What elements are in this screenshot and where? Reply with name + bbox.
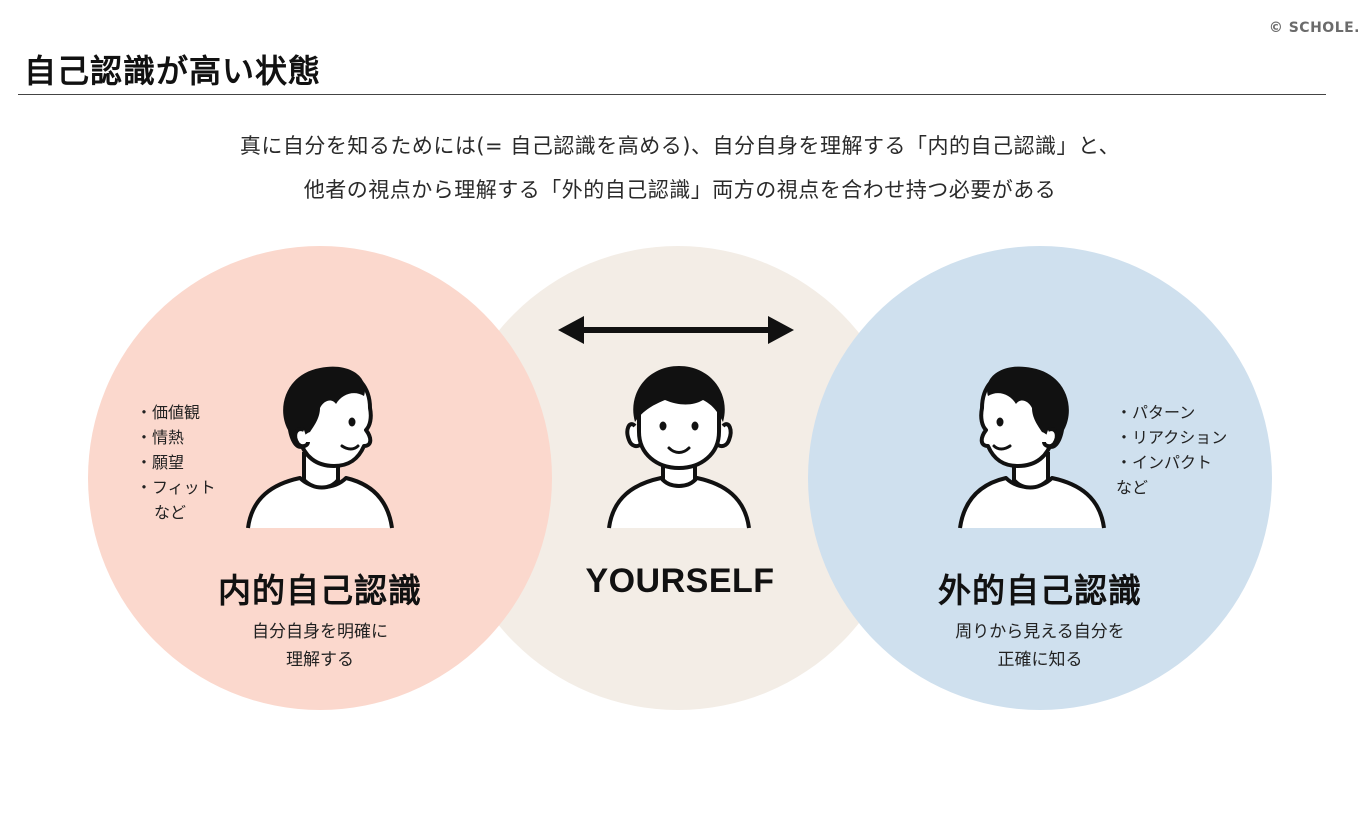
description-line: 理解する [286, 650, 354, 670]
yourself-heading: YOURSELF [585, 562, 775, 600]
list-item: ・願望 [136, 453, 185, 472]
description-line: 正確に知る [997, 650, 1083, 670]
list-item: ・パターン [1116, 403, 1196, 422]
description-line: 周りから見える自分を [955, 622, 1125, 642]
double-headed-arrow-icon [558, 316, 794, 344]
title-divider [18, 94, 1326, 95]
list-item: ・価値観 [136, 403, 201, 422]
list-item: ・情熱 [136, 428, 185, 447]
internal-awareness-heading: 内的自己認識 [218, 571, 422, 610]
list-item: ・リアクション [1116, 428, 1228, 447]
internal-awareness-description: 自分自身を明確に 理解する [160, 618, 480, 674]
description-line: 自分自身を明確に [252, 622, 388, 642]
internal-bullet-list: ・価値観 ・情熱 ・願望 ・フィット など [136, 400, 216, 525]
person-facing-front-icon [607, 366, 751, 529]
external-awareness-description: 周りから見える自分を 正確に知る [880, 618, 1200, 674]
list-item: ・インパクト [1116, 453, 1213, 472]
list-item-etc: など [154, 503, 187, 522]
external-bullet-list: ・パターン ・リアクション ・インパクト など [1116, 400, 1227, 500]
copyright-notice: © SCHOLE. [1268, 20, 1360, 36]
page-title: 自己認識が高い状態 [24, 52, 322, 90]
lead-text-line-2: 他者の視点から理解する「外的自己認識」両方の視点を合わせ持つ必要がある [303, 178, 1057, 202]
lead-text-line-1: 真に自分を知るためには(= 自己認識を高める)、自分自身を理解する「内的自己認識… [239, 134, 1121, 158]
external-awareness-heading: 外的自己認識 [938, 571, 1142, 610]
list-item: ・フィット [136, 478, 216, 497]
person-facing-left-icon [246, 366, 394, 529]
list-item-etc: など [1116, 478, 1149, 497]
person-facing-left-icon [958, 366, 1106, 529]
